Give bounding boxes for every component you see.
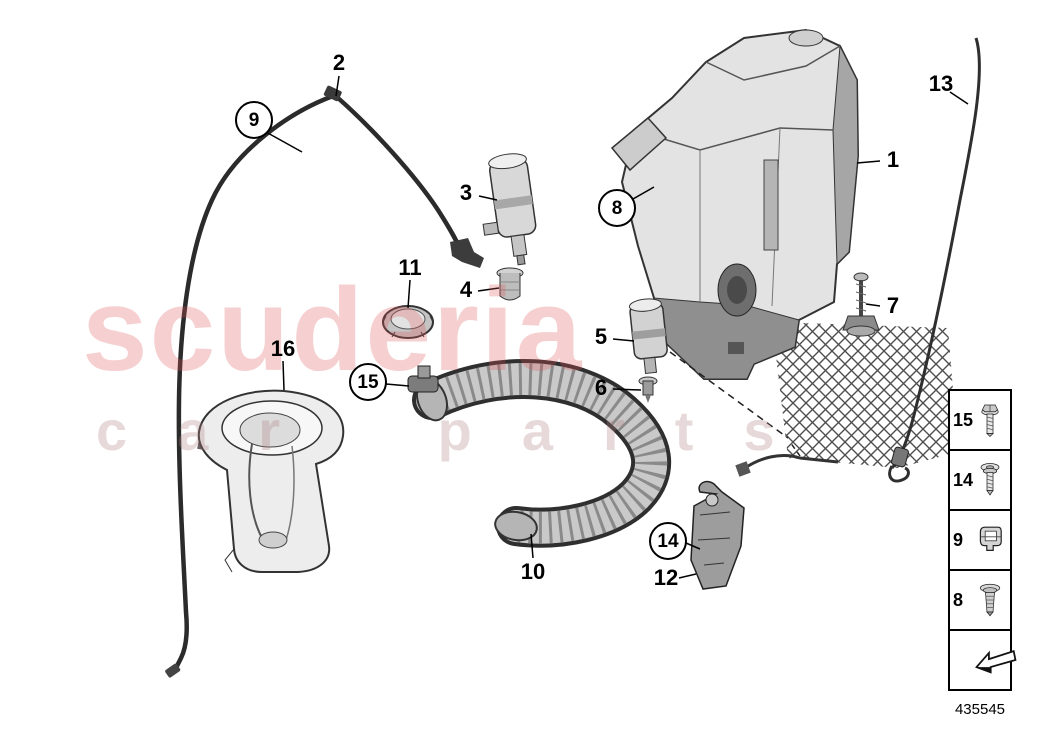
part-3-pump — [482, 153, 537, 266]
callout-13: 13 — [928, 71, 954, 96]
callout-12: 12 — [653, 565, 679, 590]
dashed-guides — [669, 351, 801, 457]
part-4-grommet — [496, 267, 524, 301]
legend-item-15: 15 — [948, 389, 1012, 451]
part-7-screw — [842, 272, 880, 337]
part-13-hose — [735, 37, 981, 483]
part-5-pump — [628, 298, 668, 375]
legend-number: 15 — [953, 409, 974, 430]
callout-2: 2 — [332, 50, 346, 75]
part-1-reservoir — [610, 28, 860, 380]
countersunk-screw-icon — [973, 457, 1007, 503]
callout-14: 14 — [649, 522, 687, 560]
legend-number: 14 — [953, 469, 974, 490]
callout-16: 16 — [270, 336, 296, 361]
hatch-zone — [772, 322, 958, 468]
part-15-fitting — [407, 365, 439, 393]
part-12-bracket — [690, 480, 745, 590]
callout-9: 9 — [235, 101, 273, 139]
legend-number: 8 — [953, 589, 964, 610]
callout-8: 8 — [598, 189, 636, 227]
diagram-number: 435545 — [954, 701, 1006, 718]
legend-item-14: 14 — [948, 449, 1012, 511]
legend-item-9: 9 — [948, 509, 1012, 571]
legend-column: 15 14 9 8 — [948, 389, 1017, 691]
legend-number: 9 — [953, 529, 964, 550]
direction-arrow-icon — [973, 642, 1019, 678]
part-16-cover — [197, 389, 345, 573]
callout-3: 3 — [459, 180, 473, 205]
legend-item-8: 8 — [948, 569, 1012, 631]
callout-4: 4 — [459, 277, 473, 302]
callout-7: 7 — [886, 293, 900, 318]
callout-6: 6 — [594, 375, 608, 400]
hex-flange-screw-icon — [973, 397, 1007, 443]
callout-10: 10 — [520, 559, 546, 584]
callout-11: 11 — [398, 255, 422, 280]
part-11-cap — [382, 305, 434, 339]
callout-1: 1 — [886, 147, 900, 172]
callout-5: 5 — [594, 324, 608, 349]
expanding-rivet-icon — [973, 579, 1007, 621]
leader-lines — [265, 75, 969, 579]
legend-item-arrow — [948, 629, 1017, 691]
cable-clip-icon — [973, 523, 1007, 557]
callout-15: 15 — [349, 363, 387, 401]
part-6-grommet — [638, 376, 658, 403]
